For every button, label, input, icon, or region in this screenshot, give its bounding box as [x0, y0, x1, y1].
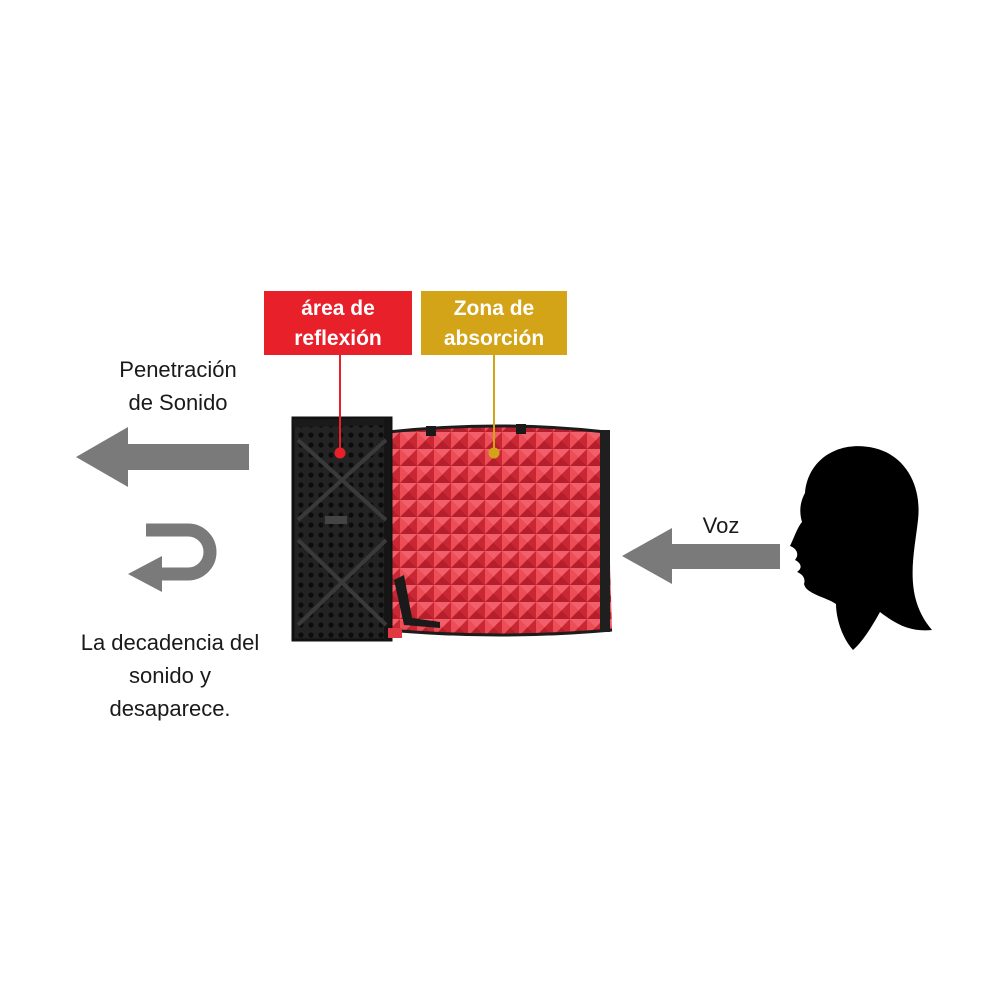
reflection-area-label-line1: área de	[301, 297, 375, 320]
reflexion-marker	[334, 447, 346, 459]
u-turn-arrow-icon	[128, 523, 217, 592]
absorption-zone-label-line2: absorción	[443, 327, 545, 350]
absorcion-marker	[488, 447, 500, 459]
sound-decay-line2: sonido y	[129, 663, 211, 688]
sound-penetration-line1: Penetración	[119, 357, 237, 382]
sound-decay-line3: desaparece.	[109, 696, 231, 721]
absorption-zone-label-line1: Zona de	[453, 297, 535, 320]
arrow-left-icon	[76, 427, 249, 487]
arrow-left-icon	[622, 528, 780, 584]
voice-label: Voz	[702, 513, 740, 538]
sound-decay-text: La decadencia del sonido y desaparece.	[55, 626, 285, 725]
absorption-zone-label: Zona de absorción	[421, 291, 567, 355]
woman-head-silhouette-icon	[790, 446, 932, 650]
reflection-filter-icon	[291, 416, 613, 642]
reflection-area-label: área de reflexión	[264, 291, 412, 355]
reflection-area-label-line2: reflexión	[294, 327, 382, 350]
sound-decay-line1: La decadencia del	[80, 630, 260, 655]
sound-penetration-line2: de Sonido	[128, 390, 228, 415]
sound-penetration-text: Penetración de Sonido	[98, 353, 258, 419]
